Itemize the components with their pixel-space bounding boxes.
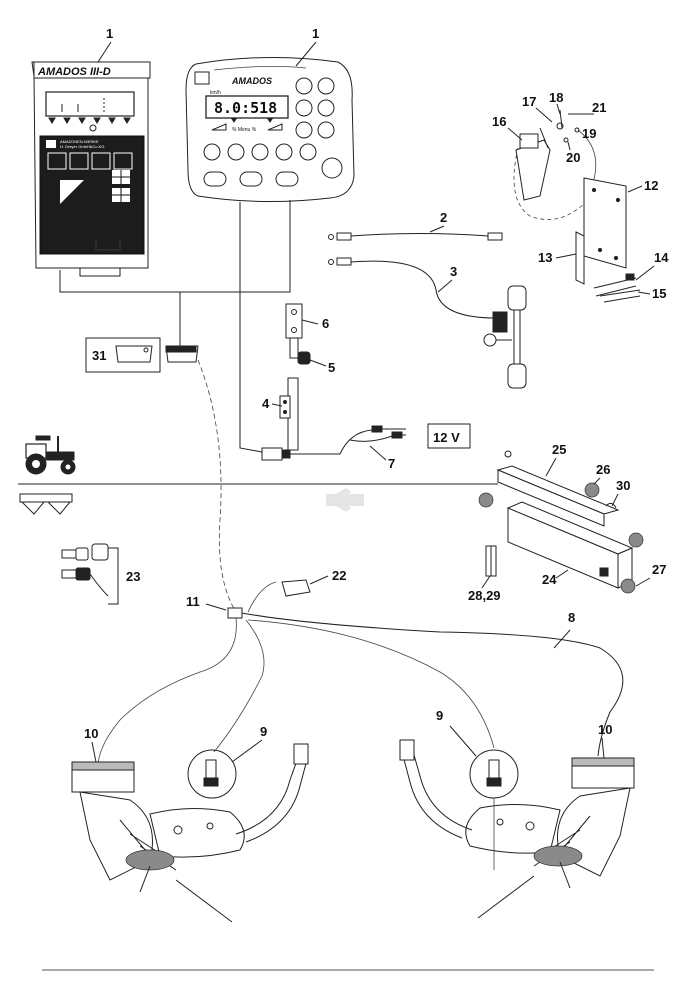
callout-1-left: 1 [97,26,113,63]
callout-1-right: 1 [295,26,319,67]
terminal-left-knob[interactable] [89,124,97,132]
box-assembly-24-30: 25 26 30 24 27 28,29 [468,442,666,603]
svg-text:12: 12 [644,178,658,193]
svg-text:25: 25 [552,442,566,457]
bracket-4: 4 [262,377,299,451]
sensor-9-left: 9 [187,724,267,799]
callout-10-left: 10 [84,726,98,741]
terminal-right-key-j[interactable] [275,143,293,161]
terminal-left-maker-line1: AMAZONEN-WERKE [60,139,99,144]
svg-text:6: 6 [322,316,329,331]
svg-text:30: 30 [616,478,630,493]
terminal-right-corner-icon [194,71,210,85]
terminal-right-key-a[interactable] [295,77,313,95]
tractor-icon [25,435,76,475]
terminal-right-key-d[interactable] [317,99,335,117]
watermark-logo [326,488,364,512]
svg-text:13: 13 [538,250,552,265]
spreader-unit-right [399,739,635,919]
terminal-right-unit: km/h [210,90,221,96]
knob-5: 5 [289,337,335,375]
part-31: 31 [85,337,161,373]
cable-2: 2 [328,210,503,241]
terminal-left-key-3[interactable] [91,152,111,170]
terminal-right-brand: AMADOS [231,76,272,86]
svg-text:9: 9 [436,708,443,723]
cable-22: 22 [281,568,346,597]
battery-12v-box [427,423,471,449]
svg-text:23: 23 [126,569,140,584]
terminal-left-key-4[interactable] [113,152,133,170]
svg-text:1: 1 [106,26,113,41]
terminal-amados-3d: AMADOS III-D AMAZONEN-WERKE H. Dreyer Gm… [31,61,151,277]
display-menu-label: % Menu % [232,127,257,133]
terminal-left-maker-line2: H. Dreyer GmbH&Co.KG [60,144,104,149]
svg-text:15: 15 [652,286,666,301]
cable-loom-11: 11 [97,359,624,765]
spreader-hopper-icon [19,493,73,515]
svg-text:24: 24 [542,572,557,587]
display-reading: 8.0:518 [214,99,277,117]
terminal-right-onoff-key[interactable] [203,171,227,187]
svg-text:7: 7 [388,456,395,471]
battery-12v-label: 12 V [433,430,460,445]
svg-text:19: 19 [582,126,596,141]
terminal-right-soft-keys [203,77,343,187]
terminal-right-enter-key[interactable] [321,157,343,179]
svg-text:9: 9 [260,724,267,739]
plugs-23: 23 [61,543,140,605]
terminal-right-extra-key[interactable] [275,171,299,187]
terminal-right-key-i[interactable] [251,143,269,161]
svg-text:18: 18 [549,90,563,105]
svg-text:2: 2 [440,210,447,225]
terminal-right-key-g[interactable] [203,143,221,161]
cable-3-wheel-sensor: 3 [328,257,527,389]
terminal-left-arrow-row [48,117,131,124]
bracket-assembly-12-21: 16 17 18 21 19 20 12 13 14 15 [492,90,669,303]
svg-text:14: 14 [654,250,669,265]
terminal-right-key-h[interactable] [227,143,245,161]
svg-text:21: 21 [592,100,606,115]
terminal-left-key-2[interactable] [69,152,89,170]
terminal-right-display [205,95,289,119]
terminal-right-key-f[interactable] [317,121,335,139]
svg-text:4: 4 [262,396,270,411]
power-cable-7: 7 12 V [261,423,471,471]
terminal-right-c-key[interactable] [239,171,263,187]
svg-text:28,29: 28,29 [468,588,501,603]
sensor-9-right: 9 [436,708,519,870]
svg-text:27: 27 [652,562,666,577]
svg-text:26: 26 [596,462,610,477]
svg-text:1: 1 [312,26,319,41]
terminal-left-brand: AMADOS III-D [37,66,111,78]
terminal-right-key-b[interactable] [317,77,335,95]
svg-text:11: 11 [186,594,200,609]
svg-text:5: 5 [328,360,335,375]
svg-text:3: 3 [450,264,457,279]
terminal-amados: AMADOS km/h 8.0:518 % Menu % [185,56,355,203]
terminal-left-display [45,91,135,117]
svg-text:16: 16 [492,114,506,129]
terminal-right-key-e[interactable] [295,121,313,139]
terminal-right-key-c[interactable] [295,99,313,117]
terminal-right-key-k[interactable] [299,143,317,161]
spreader-unit-left [71,743,309,923]
svg-text:17: 17 [522,94,536,109]
terminal-left-key-1[interactable] [47,152,67,170]
callout-10-right: 10 [598,722,612,737]
svg-text:31: 31 [92,348,106,363]
callout-8: 8 [568,610,575,625]
svg-text:22: 22 [332,568,346,583]
svg-text:20: 20 [566,150,580,165]
bracket-6: 6 [285,303,329,339]
